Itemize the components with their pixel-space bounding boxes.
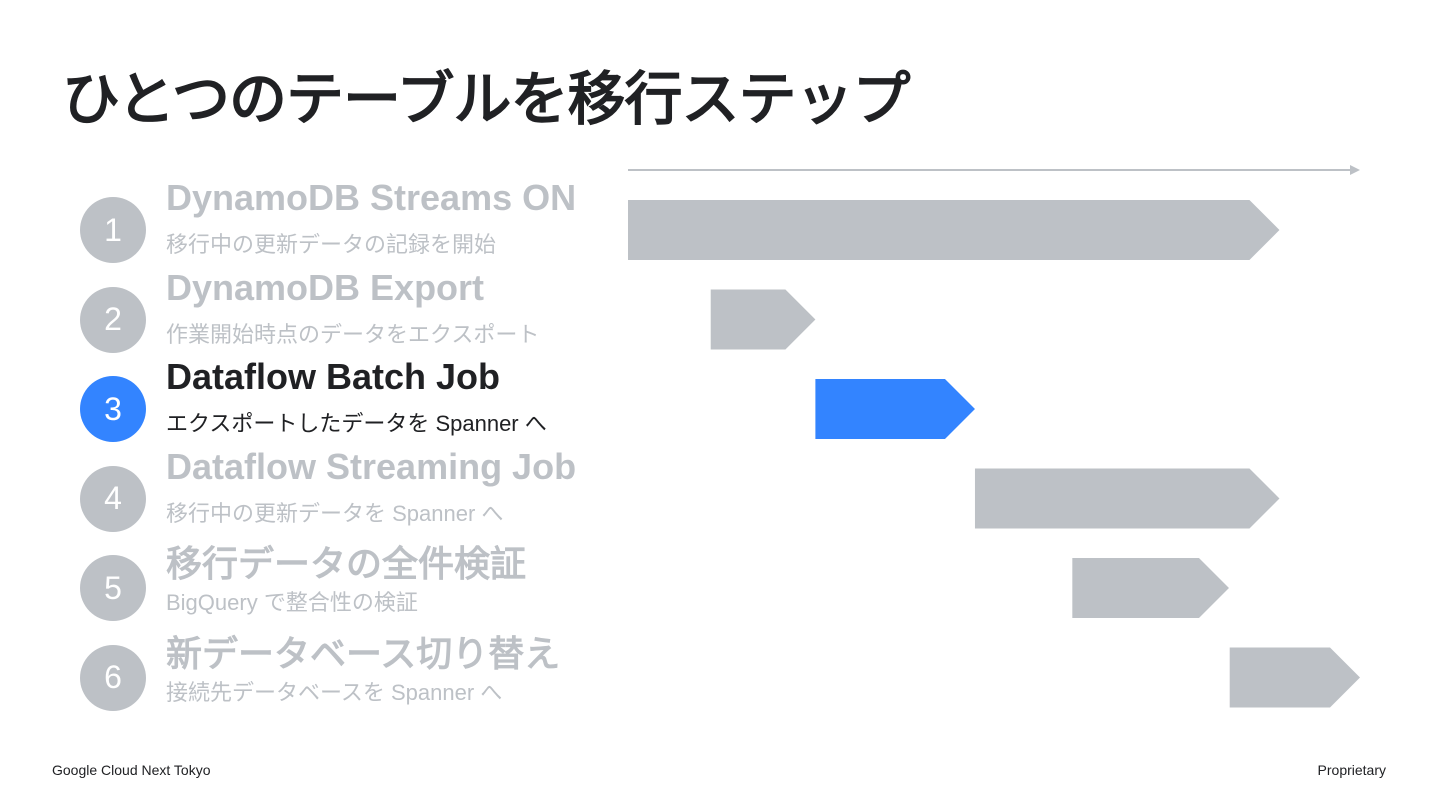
step-number-badge: 3	[80, 376, 146, 442]
timeline-bar-step-4	[974, 468, 1280, 529]
step-number-badge: 2	[80, 286, 146, 353]
step-heading: 移行データの全件検証	[166, 543, 527, 584]
step-number-badge: 4	[80, 465, 146, 532]
timeline-bar-step-1	[628, 200, 1280, 260]
footer-label: Proprietary	[1317, 762, 1386, 778]
step-2: 2 DynamoDB Export 作業開始時点のデータをエクスポート	[80, 267, 620, 367]
page-title: ひとつのテーブルを移行ステップ	[62, 67, 910, 132]
step-description: BigQuery で整合性の検証	[166, 590, 418, 615]
time-axis-arrowhead	[1350, 165, 1360, 175]
step-heading: DynamoDB Streams ON	[166, 177, 577, 218]
step-1: 1 DynamoDB Streams ON 移行中の更新データの記録を開始	[80, 177, 620, 277]
step-3: 3 Dataflow Batch Job エクスポートしたデータを Spanner …	[80, 356, 620, 456]
step-number-badge: 1	[80, 197, 146, 263]
step-description: 接続先データベースを Spanner へ	[166, 679, 503, 705]
step-6: 6 新データベース切り替え接続先データベースを Spanner へ	[80, 633, 620, 725]
timeline-bar-step-3	[815, 379, 975, 439]
step-description: 作業開始時点のデータをエクスポート	[166, 321, 540, 347]
step-5: 5 移行データの全件検証 BigQuery で整合性の検証	[80, 543, 620, 635]
step-heading: DynamoDB Export	[166, 266, 485, 308]
timeline-bar-step-2	[710, 289, 816, 350]
step-4: 4 Dataflow Streaming Job 移行中の更新データを Spanne…	[80, 446, 620, 546]
step-description: 移行中の更新データを Spanner へ	[166, 500, 504, 526]
timeline-bar-step-6	[1229, 647, 1360, 708]
footer-brand: Google Cloud Next Tokyo	[52, 762, 211, 778]
step-description: 移行中の更新データの記録を開始	[166, 232, 497, 257]
step-heading: 新データベース切り替え	[166, 632, 561, 674]
step-number-badge: 6	[80, 644, 146, 711]
step-heading: Dataflow Streaming Job	[166, 445, 577, 487]
step-number-badge: 5	[80, 555, 146, 621]
step-heading: Dataflow Batch Job	[166, 356, 501, 397]
step-description: エクスポートしたデータを Spanner へ	[166, 411, 547, 436]
timeline-bar-step-5	[1072, 558, 1229, 618]
